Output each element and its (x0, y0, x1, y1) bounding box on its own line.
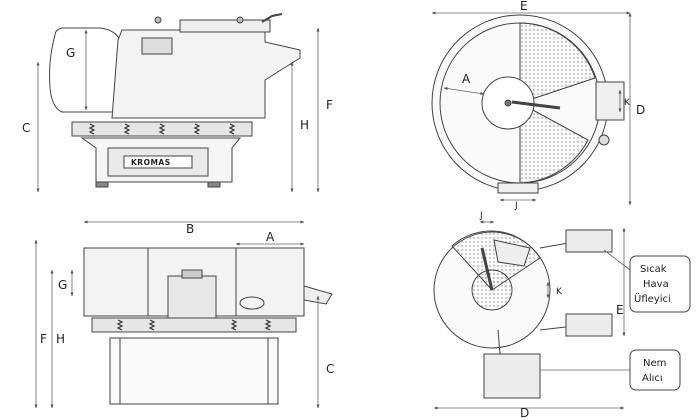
plan-arm (480, 247, 494, 291)
side-brand-plate (123, 155, 193, 169)
front-stand (109, 337, 279, 405)
side-handle (261, 13, 283, 23)
top-side-fitting (598, 134, 610, 146)
callout-heater-line2: Hava (643, 279, 669, 290)
front-label-c: C (326, 362, 334, 376)
side-label-c: C (22, 121, 30, 135)
plan-label-j: J (479, 211, 483, 221)
front-port (239, 296, 265, 310)
front-label-h: H (56, 332, 65, 346)
side-hatch (141, 37, 173, 55)
plan-dehum-pipe (497, 329, 501, 355)
top-screen-upper (519, 22, 596, 104)
front-label-g: G (58, 278, 67, 292)
front-spout (303, 285, 333, 305)
top-dim-a (443, 86, 485, 96)
callout-dehum-line1: Nem (643, 358, 666, 369)
top-arm (511, 100, 561, 110)
top-chute (497, 182, 539, 194)
front-label-f: F (40, 332, 47, 346)
plan-heater-lower (565, 313, 613, 337)
callout-heater-line3: Üfleyici (634, 292, 671, 305)
callout-dehum-box (629, 349, 681, 391)
side-knob-left (154, 16, 162, 24)
side-label-h: H (300, 118, 309, 132)
plan-leader-heater (603, 249, 631, 271)
front-label-b: B (186, 222, 194, 236)
front-view (34, 220, 333, 409)
callout-heater-line1: Sıcak (640, 264, 667, 275)
plan-label-e: E (616, 303, 624, 317)
front-motor (167, 275, 217, 325)
side-foot-right (207, 181, 221, 188)
top-label-d: D (636, 103, 645, 117)
front-motor-cap (181, 269, 203, 279)
side-drum (111, 29, 301, 119)
side-knob-right (236, 16, 244, 24)
front-label-a: A (266, 230, 275, 244)
plan-label-d: D (520, 406, 529, 420)
front-spring-band (91, 317, 297, 333)
plan-dehumidifier (483, 353, 541, 399)
callout-heater-box (629, 255, 691, 313)
side-foot-left (95, 181, 109, 188)
side-lid (179, 19, 271, 33)
side-label-g: G (66, 46, 75, 60)
plan-label-k: K (556, 287, 563, 297)
top-view (431, 11, 632, 206)
top-hub-center (504, 99, 512, 107)
top-label-j: J (514, 201, 518, 211)
side-springs (88, 123, 236, 135)
top-label-k: K (624, 98, 631, 108)
plan-view (433, 220, 691, 410)
top-label-a: A (462, 72, 471, 86)
side-view (36, 13, 320, 193)
top-label-e: E (520, 0, 528, 13)
front-springs (116, 319, 272, 331)
side-label-f: F (326, 98, 333, 112)
side-brand-text: KROMAS (131, 158, 171, 167)
callout-dehum-line2: Alıcı (642, 373, 663, 384)
plan-heater-upper (565, 229, 613, 253)
plan-inlet (493, 239, 531, 267)
